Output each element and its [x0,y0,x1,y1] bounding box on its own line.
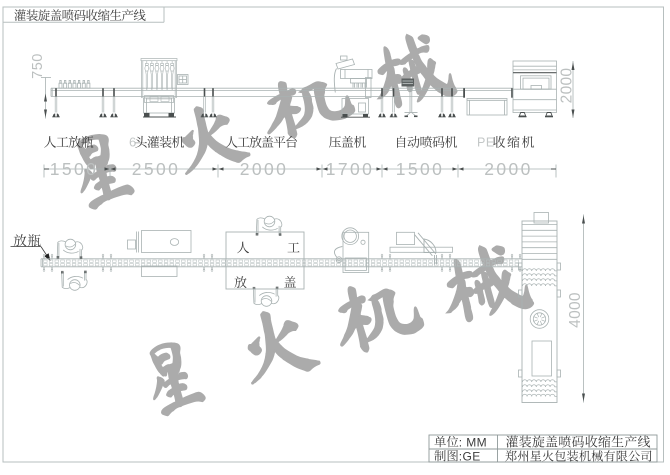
svg-text:2000: 2000 [559,68,576,104]
svg-text:2000: 2000 [484,159,533,179]
svg-text:PE: PE [477,136,495,150]
svg-text::GE: :GE [459,449,481,463]
svg-text:2000: 2000 [240,159,289,179]
svg-text:1500: 1500 [396,159,445,179]
svg-text:4000: 4000 [567,292,584,328]
svg-text:2500: 2500 [132,159,181,179]
svg-text:750: 750 [30,53,46,79]
svg-text:1500: 1500 [50,159,99,179]
svg-text:1700: 1700 [326,159,375,179]
svg-text:: MM: : MM [459,435,487,449]
svg-text:6: 6 [129,135,136,150]
